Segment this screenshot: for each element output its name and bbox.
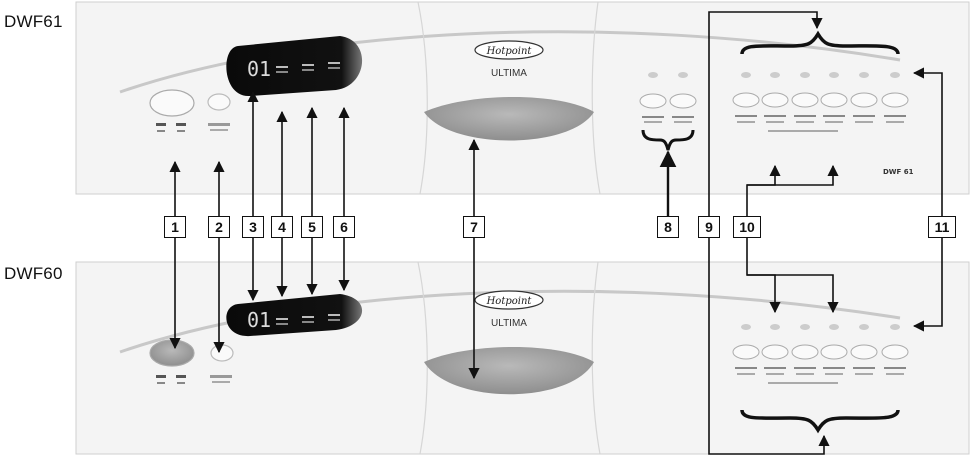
callout-11: 11: [928, 216, 956, 238]
brace-options: [641, 129, 695, 151]
callout-3: 3: [242, 216, 264, 238]
series-text: ULTIMA: [491, 68, 527, 79]
display-panel-dwf60: [226, 294, 363, 337]
hotpoint-logo-dwf60: [474, 290, 544, 310]
brace-top-programmes: [740, 30, 900, 55]
callout-9: 9: [698, 216, 720, 238]
display-panel: [226, 36, 363, 97]
option-button-2[interactable]: [669, 93, 697, 109]
hotpoint-logo: [474, 40, 544, 60]
on-off-button[interactable]: [149, 89, 195, 117]
model-label-dwf60: DWF60: [4, 264, 63, 283]
callout-1: 1: [164, 216, 186, 238]
callout-4: 4: [271, 216, 293, 238]
model-label-dwf61: DWF61: [4, 12, 63, 31]
programme-buttons-top[interactable]: [732, 92, 909, 108]
programme-leds-top: [741, 72, 900, 78]
display-digits-dwf60: 01: [247, 308, 271, 332]
on-led: [156, 123, 166, 126]
off-led: [176, 123, 186, 126]
door-handle[interactable]: [424, 97, 594, 141]
callout-7: 7: [463, 216, 485, 238]
programme-leds-bottom: [741, 324, 900, 330]
led-option-1: [648, 72, 658, 78]
series-text-dwf60: ULTIMA: [491, 318, 527, 329]
model-badge: DWF 61: [883, 168, 914, 176]
callout-8: 8: [657, 216, 679, 238]
led-option-2: [678, 72, 688, 78]
logo-text-dwf60: Hotpoint: [486, 296, 533, 307]
panel-dwf60: 01 Hotpoint ULTIMA: [75, 261, 970, 455]
option-button-1[interactable]: [639, 93, 667, 109]
callout-10: 10: [733, 216, 761, 238]
on-off-button-dwf60[interactable]: [149, 339, 195, 367]
door-handle-dwf60[interactable]: [424, 347, 594, 395]
callout-2: 2: [208, 216, 230, 238]
callout-6: 6: [333, 216, 355, 238]
callout-5: 5: [301, 216, 323, 238]
brace-bottom-programmes: [740, 409, 900, 434]
display-digits: 01: [247, 57, 271, 81]
panel-dwf61: 01 Hotpoint ULTIMA: [75, 1, 970, 195]
programme-buttons-bottom[interactable]: [732, 344, 909, 360]
logo-text: Hotpoint: [486, 46, 533, 57]
time-delay-button[interactable]: [207, 93, 231, 111]
time-delay-button-dwf60[interactable]: [210, 344, 234, 362]
panel-curve: [119, 30, 901, 94]
callout-lines: [169, 11, 943, 455]
